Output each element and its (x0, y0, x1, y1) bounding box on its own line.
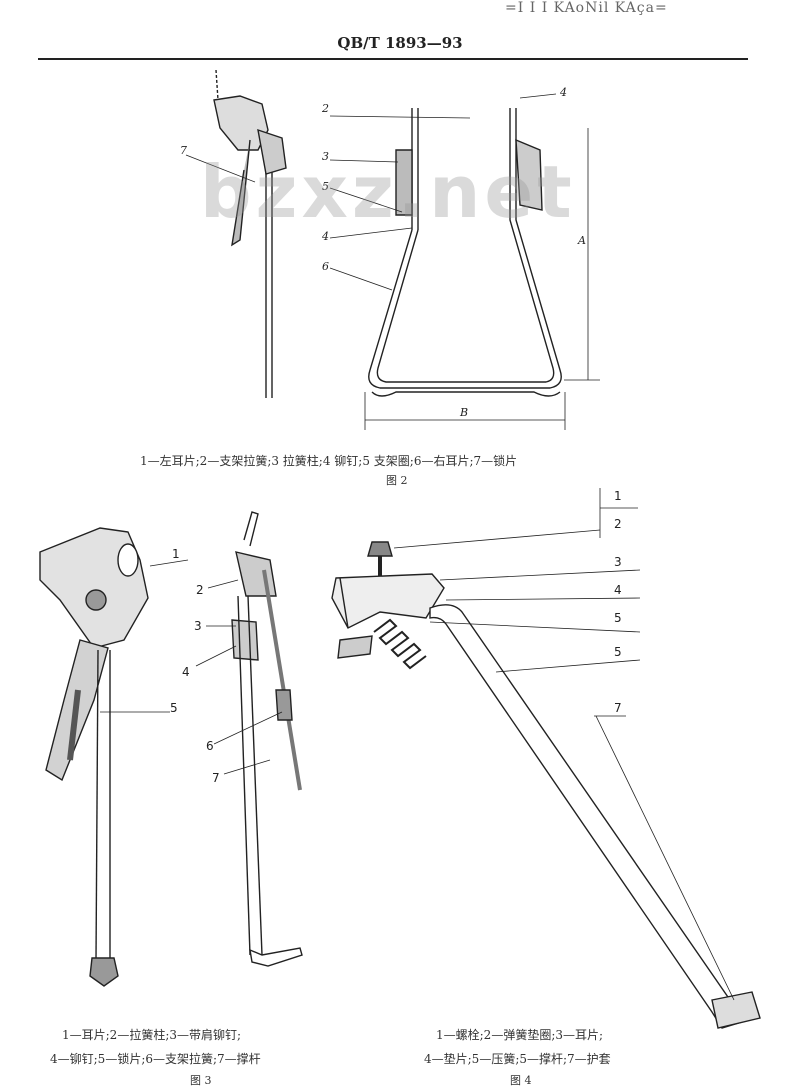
fig2-label-6: 6 (322, 260, 329, 273)
figure3-label: 图 3 (190, 1074, 212, 1087)
fig2-label-3: 3 (322, 150, 329, 163)
fig2-dim-b: B (459, 406, 468, 419)
fig2-dim-a: A (577, 234, 586, 247)
fig4-strut (429, 604, 744, 1029)
figure2-label: 图 2 (386, 474, 408, 487)
fig3-spring (262, 569, 302, 791)
fig2-front-frame (368, 108, 562, 389)
figure3-caption-line2: 4—铆钉;5—锁片;6—支架拉簧;7—撑杆 (50, 1052, 261, 1066)
figure4-caption-line1: 1—螺栓;2—弹簧垫圈;3—耳片; (436, 1028, 604, 1042)
fig4-compression-spring (373, 618, 427, 670)
fig4-sleeve (711, 991, 761, 1029)
fig2-label-2: 2 (321, 102, 329, 115)
fig2-spring-block (395, 149, 413, 216)
figure3-caption-line1: 1—耳片;2—拉簧柱;3—带肩铆钉; (62, 1028, 242, 1042)
figure4-caption-line2: 4—垫片;5—压簧;5—撑杆;7—护套 (424, 1052, 611, 1066)
fig4-ear-plate (331, 573, 445, 629)
fig4-label-4: 4 (614, 583, 622, 597)
figure2-caption: 1—左耳片;2—支架拉簧;3 拉簧柱;4 铆钉;5 支架圈;6—右耳片;7—锁片 (140, 454, 518, 468)
figure4-drawing (331, 488, 761, 1029)
fig4-label-7: 7 (614, 701, 622, 715)
fig4-label-2: 2 (614, 517, 622, 531)
figure2-drawing (185, 69, 600, 430)
fig4-label-6: 5 (614, 645, 622, 659)
fig3-label-3: 3 (194, 619, 202, 633)
watermark: bzxz.net (200, 150, 576, 234)
fig2-left-spring (231, 139, 251, 247)
fig3-label-1: 1 (172, 547, 180, 561)
fig2-label-7: 4 (559, 86, 567, 99)
header-rule (38, 58, 748, 60)
fig3-label-5: 5 (170, 701, 178, 715)
fig4-label-5: 5 (614, 611, 622, 625)
figure4-label: 图 4 (510, 1074, 532, 1087)
standard-code: QB/T 1893—93 (337, 34, 463, 52)
fig4-bolt (367, 541, 393, 557)
fig3-label-2: 2 (196, 583, 204, 597)
fig3-label-6: 6 (206, 739, 214, 753)
figure3-drawing (39, 511, 303, 987)
fig2-label-1: 7 (180, 144, 187, 157)
fig3-label-4: 4 (182, 665, 190, 679)
fig4-label-3: 3 (614, 555, 622, 569)
fig2-label-4: 5 (322, 180, 329, 193)
fig3-label-7: 7 (212, 771, 220, 785)
fig4-label-1: 1 (614, 489, 622, 503)
header-mark: =I I I KAoNil KAça= (505, 0, 668, 16)
fig2-label-5: 4 (321, 230, 329, 243)
fig3-upper-bracket (235, 551, 277, 597)
